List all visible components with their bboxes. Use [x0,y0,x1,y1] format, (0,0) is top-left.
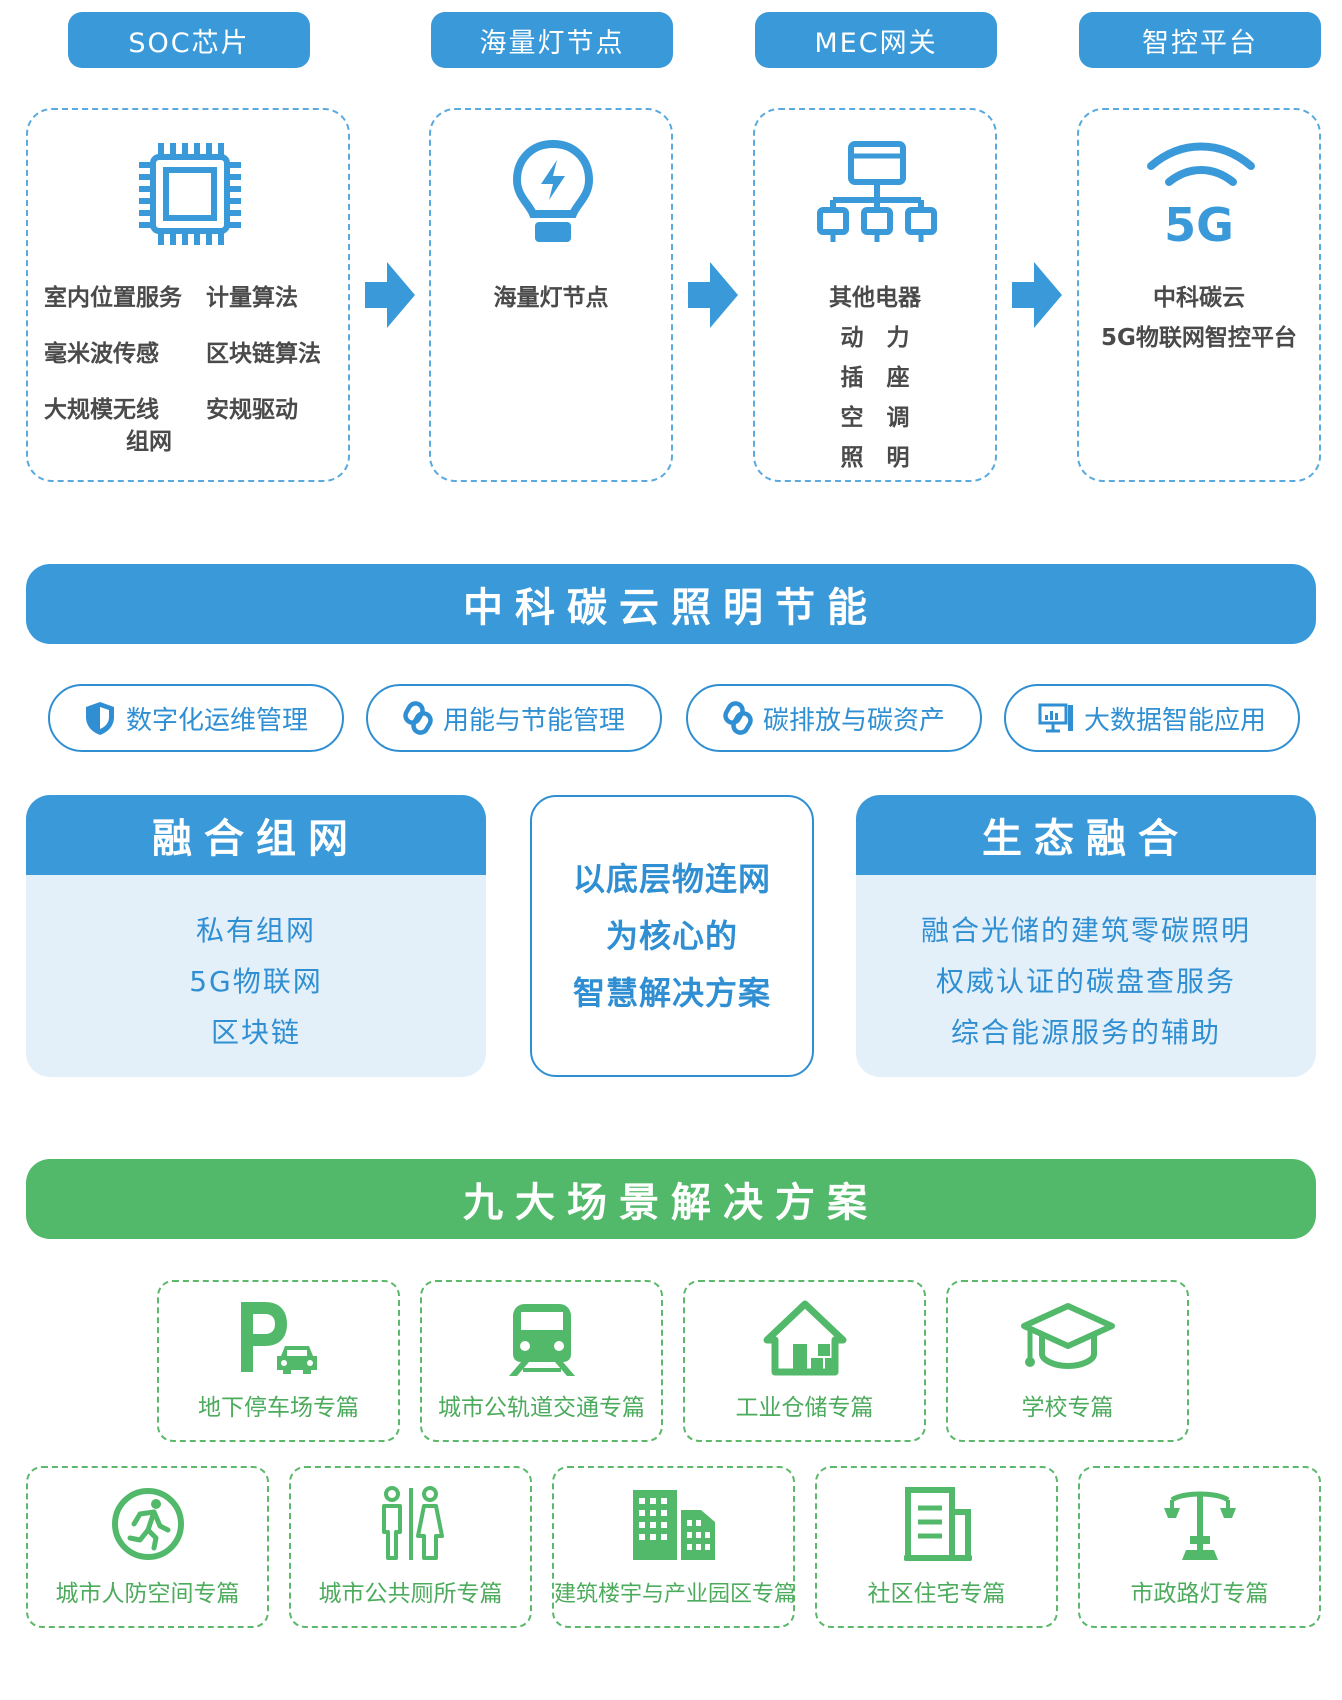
energy-services-item: 综合能源服务的辅助 [950,1016,1221,1049]
lightbulb-icon [511,138,595,250]
street-lamp-icon [1080,1486,1319,1562]
scene-industrial-warehouse-label: 工业仓储专篇 [735,1395,874,1421]
5g-label: 5G [1164,198,1234,252]
scene-public-toilet: 城市公共厕所专篇 [289,1466,532,1628]
pill-digital-ops-label: 数字化运维管理 [125,705,308,736]
link-icon [723,701,753,735]
platform-name-line1: 中科碳云 [1153,285,1245,311]
shield-icon [85,702,114,735]
core-solution-line1: 以底层物连网 [572,859,771,898]
buildings-icon [554,1486,793,1562]
socket-label: 插 座 [840,365,910,391]
scene-underground-parking: 地下停车场专篇 [157,1280,400,1442]
feature-blockchain-algorithm: 区块链算法 [206,341,321,367]
lighting-energy-banner: 中科碳云照明节能 [26,564,1316,644]
link-icon [403,701,433,735]
pill-carbon-assets-label: 碳排放与碳资产 [762,705,945,736]
scene-underground-parking-label: 地下停车场专篇 [198,1395,359,1421]
arrow-right-icon [1012,262,1062,332]
train-icon [422,1300,661,1376]
light-nodes-label: 海量灯节点 [493,285,609,311]
header-control-platform: 智控平台 [1079,12,1321,68]
wifi-5g-icon [1145,136,1257,250]
pill-energy-management: 用能与节能管理 [366,684,662,752]
5g-iot-item: 5G物联网 [189,965,323,998]
blockchain-item: 区块链 [210,1016,301,1049]
arrow-right-icon [688,262,738,332]
scene-civil-defense-label: 城市人防空间专篇 [55,1581,240,1607]
graduation-cap-icon [948,1300,1187,1376]
arrow-right-icon [365,262,415,332]
scene-residential-community: 社区住宅专篇 [815,1466,1058,1628]
feature-wireless-networking: 大规模无线 [44,397,159,423]
scene-rail-transit: 城市公轨道交通专篇 [420,1280,663,1442]
scene-civil-defense: 城市人防空间专篇 [26,1466,269,1628]
feature-mmwave-sensing: 毫米波传感 [44,341,159,367]
feature-metering-algorithm: 计量算法 [206,285,298,311]
zero-carbon-lighting-item: 融合光储的建筑零碳照明 [920,914,1251,947]
scene-school-label: 学校专篇 [1021,1395,1114,1421]
soc-chip-box: 室内位置服务 计量算法 毫米波传感 区块链算法 大规模无线 组网 安规驱动 [26,108,350,482]
light-nodes-box: 海量灯节点 [429,108,673,482]
power-label: 动 力 [840,325,910,351]
pill-energy-management-label: 用能与节能管理 [442,705,625,736]
pill-big-data-label: 大数据智能应用 [1083,705,1266,736]
network-topology-icon [817,140,937,248]
running-person-icon [28,1486,267,1562]
restroom-icon [291,1486,530,1562]
header-light-nodes: 海量灯节点 [431,12,673,68]
header-soc-chip: SOC芯片 [68,12,310,68]
scene-buildings-parks: 建筑楼宇与产业园区专篇 [552,1466,797,1628]
core-solution-line2: 为核心的 [605,916,738,955]
scene-street-lights: 市政路灯专篇 [1078,1466,1321,1628]
pill-digital-ops: 数字化运维管理 [48,684,344,752]
feature-wireless-networking-line2: 组网 [126,429,172,455]
pill-carbon-assets: 碳排放与碳资产 [686,684,982,752]
core-solution-box: 以底层物连网 为核心的 智慧解决方案 [530,795,814,1077]
feature-safety-driver: 安规驱动 [206,397,298,423]
other-appliances-label: 其他电器 [829,285,921,311]
parking-car-icon [159,1300,398,1376]
scene-street-lights-label: 市政路灯专篇 [1130,1581,1269,1607]
control-platform-box: 5G 中科碳云 5G物联网智控平台 [1077,108,1321,482]
feature-indoor-positioning: 室内位置服务 [44,285,182,311]
warehouse-home-icon [685,1300,924,1376]
mec-gateway-box: 其他电器 动 力 插 座 空 调 照 明 [753,108,997,482]
fusion-networking-panel: 融合组网 私有组网 5G物联网 区块链 [26,795,486,1077]
core-solution-line3: 智慧解决方案 [572,973,771,1012]
scene-residential-community-label: 社区住宅专篇 [867,1581,1006,1607]
platform-name-line2: 5G物联网智控平台 [1101,325,1297,351]
header-mec-gateway: MEC网关 [755,12,997,68]
monitor-chart-icon [1038,703,1073,733]
pill-big-data: 大数据智能应用 [1004,684,1300,752]
lighting-label: 照 明 [840,445,910,471]
ecosystem-fusion-panel: 生态融合 融合光储的建筑零碳照明 权威认证的碳盘查服务 综合能源服务的辅助 [856,795,1316,1077]
scene-industrial-warehouse: 工业仓储专篇 [683,1280,926,1442]
air-conditioning-label: 空 调 [840,405,910,431]
scene-buildings-parks-label: 建筑楼宇与产业园区专篇 [554,1582,797,1607]
carbon-inventory-item: 权威认证的碳盘查服务 [935,965,1236,998]
chip-icon [136,140,244,252]
residential-building-icon [817,1486,1056,1562]
scene-public-toilet-label: 城市公共厕所专篇 [318,1581,503,1607]
scenarios-banner: 九大场景解决方案 [26,1159,1316,1239]
scene-rail-transit-label: 城市公轨道交通专篇 [438,1395,645,1421]
fusion-networking-title: 融合组网 [26,795,486,875]
ecosystem-fusion-title: 生态融合 [856,795,1316,875]
scene-school: 学校专篇 [946,1280,1189,1442]
private-network-item: 私有组网 [195,914,316,947]
